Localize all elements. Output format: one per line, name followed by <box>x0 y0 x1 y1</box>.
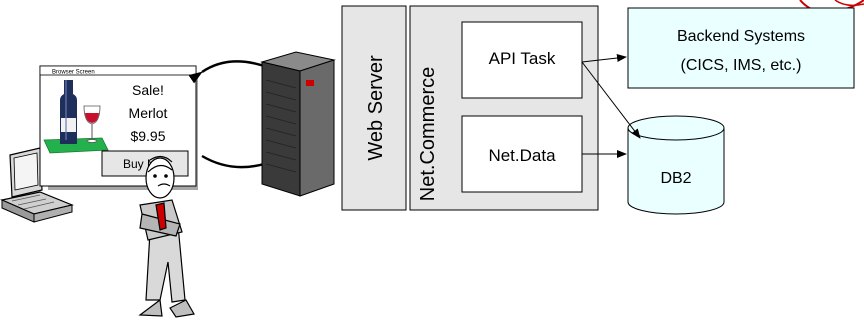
net-data-box <box>461 115 583 193</box>
web-server-panel: Web Server <box>341 5 407 211</box>
sale-text: Sale! <box>132 82 164 98</box>
laptop-icon <box>0 147 74 223</box>
api-task-label: API Task <box>489 49 556 68</box>
api-task-box <box>461 21 583 99</box>
browser-title: Browser Screen <box>52 70 95 76</box>
price-text: $9.95 <box>130 128 165 144</box>
wine-glass-icon <box>83 105 101 143</box>
db2-cylinder: DB2 <box>627 115 725 215</box>
backend-systems-box: Backend Systems (CICS, IMS, etc.) <box>627 7 855 89</box>
web-server-label: Web Server <box>365 55 387 161</box>
backend-line1: Backend Systems <box>677 28 805 45</box>
api-to-db2-arrow <box>581 61 641 139</box>
api-to-backend-arrow <box>581 54 627 63</box>
wine-bottle-icon <box>60 80 77 144</box>
browser-window: Browser Screen Sale! Merlot $9.95 Buy Me… <box>39 65 198 190</box>
person-icon <box>138 155 195 318</box>
net-data-label: Net.Data <box>488 146 556 165</box>
net-commerce-label: Net.Commerce <box>417 67 439 201</box>
backend-line2: (CICS, IMS, etc.) <box>681 57 802 74</box>
server-tower-icon <box>260 51 336 197</box>
response-arrow <box>188 60 271 84</box>
browser-titlebar <box>39 65 197 76</box>
net-commerce-panel: Net.Commerce API Task Net.Data <box>409 5 599 211</box>
db2-label: DB2 <box>660 170 691 187</box>
product-name: Merlot <box>129 105 168 121</box>
buy-button[interactable]: Buy Me! <box>101 150 189 177</box>
